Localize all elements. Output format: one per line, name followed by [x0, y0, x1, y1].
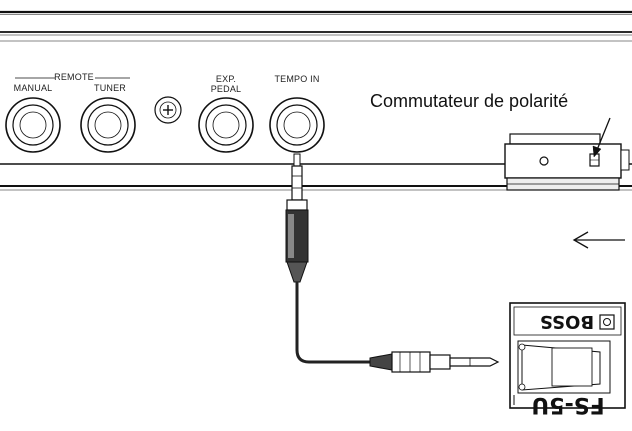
svg-text:REMOTE: REMOTE — [54, 72, 94, 82]
jack-label-exp-pedal-1: EXP. — [216, 74, 236, 84]
plug-pedal — [369, 351, 500, 373]
direction-arrow-icon — [572, 231, 625, 249]
jack-label-tuner: TUNER — [94, 83, 126, 93]
jack-manual[interactable] — [5, 97, 61, 153]
jack-label-exp-pedal-2: PEDAL — [211, 84, 242, 94]
pointer-arrow — [592, 117, 611, 158]
pedal-side-view — [504, 133, 630, 191]
boss-logo: BOSS — [540, 311, 615, 332]
plug-tempo-in — [285, 153, 309, 283]
jack-tempo-in[interactable] — [269, 97, 325, 153]
jack-exp-pedal[interactable] — [198, 97, 254, 153]
svg-text:BOSS: BOSS — [540, 311, 594, 332]
pedal-model-label: FS-5U — [531, 392, 604, 417]
jack-tuner[interactable] — [80, 97, 136, 153]
polarity-switch-label: Commutateur de polarité — [370, 91, 568, 111]
screw-icon — [154, 96, 182, 124]
cable — [295, 282, 370, 364]
jack-label-manual: MANUAL — [14, 83, 53, 93]
panel-top-edge — [0, 10, 632, 42]
jack-label-tempo-in: TEMPO IN — [274, 74, 319, 84]
pedal-top-view: BOSS FS-5U — [509, 302, 626, 417]
remote-group-label: REMOTE — [15, 72, 130, 82]
